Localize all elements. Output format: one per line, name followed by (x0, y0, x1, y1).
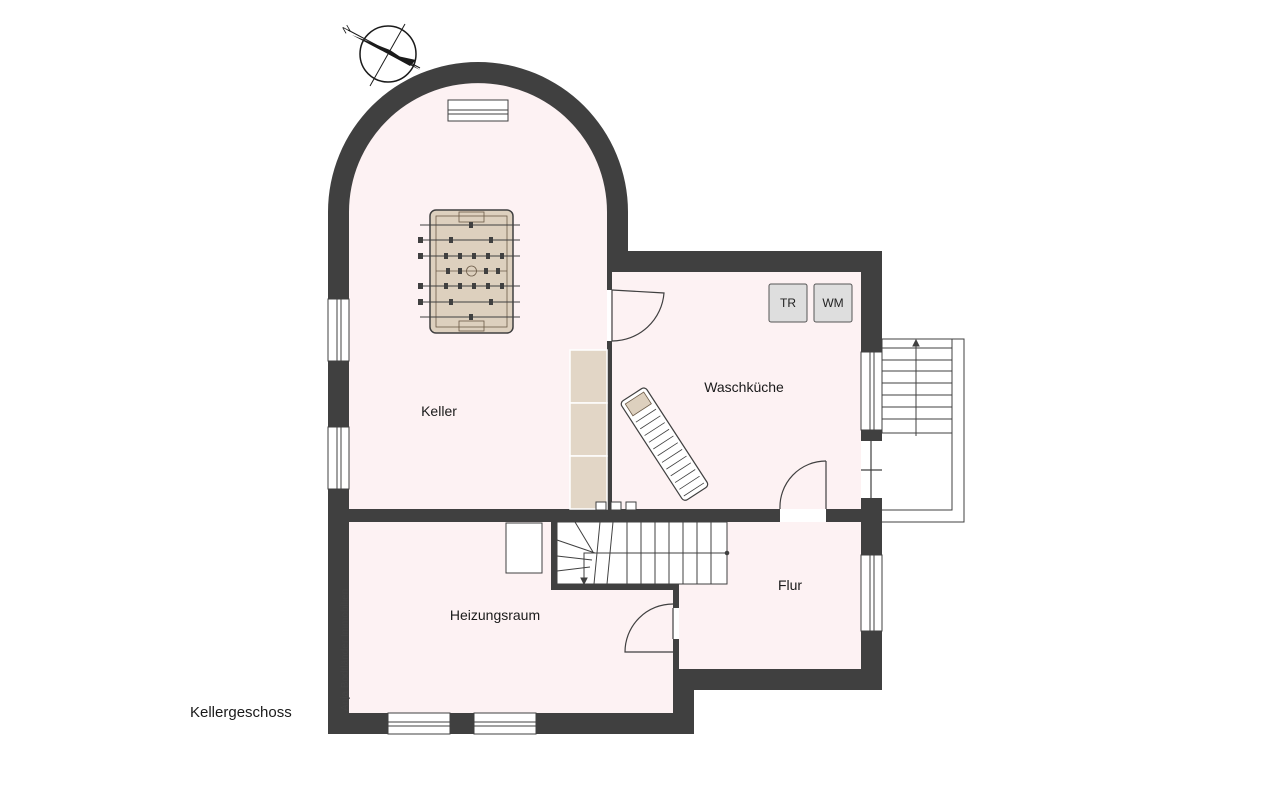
cabinet-1 (569, 349, 608, 404)
cabinet-2 (569, 402, 608, 457)
door-keller-waschkueche (611, 289, 665, 342)
door-heiz-flur (624, 603, 674, 653)
door-exterior-right (861, 441, 882, 498)
foosball-table (418, 209, 520, 334)
compass-rose: N (341, 23, 421, 87)
room-label-heizungsraum: Heizungsraum (450, 607, 540, 623)
wall-stair-right-stub (673, 584, 679, 604)
cabinet-3 (569, 455, 608, 510)
wall-middle-left (328, 509, 780, 522)
wall-divider-upper (607, 270, 612, 290)
boiler-unit (505, 522, 543, 574)
wall-middle-right (826, 509, 882, 522)
interior-stairs (556, 521, 730, 586)
window-left-2 (327, 426, 350, 490)
wall-stair-bottom (551, 584, 679, 590)
window-left-1 (327, 298, 350, 362)
credit-label: Anja Bodtländer Immobilien (340, 588, 351, 711)
floor-areas (349, 81, 861, 713)
room-label-flur: Flur (778, 577, 802, 593)
room-label-waschkueche: Waschküche (704, 379, 784, 395)
wall-top-right (607, 251, 882, 272)
window-top-arc (447, 99, 509, 122)
wall-heiz-flur-divider-2 (673, 639, 679, 671)
drying-rack (620, 387, 709, 501)
window-right-waschkueche (860, 351, 883, 431)
room-label-keller: Keller (421, 403, 457, 419)
floor-name-label: Kellergeschoss (190, 704, 292, 721)
washer-label: WM (822, 296, 843, 310)
exterior-stairs (881, 338, 965, 523)
vent-squares (595, 501, 637, 511)
wall-divider-lower (607, 341, 612, 511)
window-bottom-1 (387, 712, 451, 735)
wall-flur-bottom (673, 669, 882, 690)
wall-left-lower (328, 509, 349, 734)
wall-stair-left (551, 520, 557, 590)
appliance-washer: WM (813, 283, 853, 323)
windows (327, 99, 883, 735)
window-bottom-2 (473, 712, 537, 735)
compass-north-letter: N (341, 23, 353, 36)
dryer-label: TR (780, 296, 796, 310)
doors (611, 289, 882, 653)
appliance-dryer: TR (768, 283, 808, 323)
cabinet-row (569, 349, 608, 510)
door-waschkueche-flur (779, 460, 827, 510)
window-right-flur (860, 554, 883, 632)
